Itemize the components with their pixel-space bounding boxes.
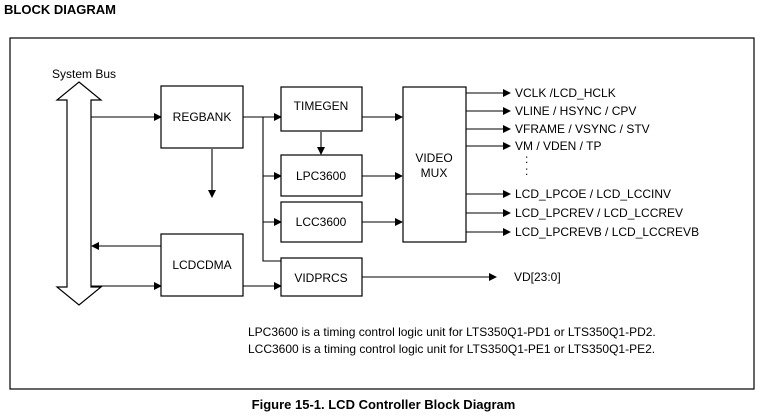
signal-label: LCD_LPCREV / LCD_LCCREV — [515, 206, 683, 220]
signal-ellipsis: : — [525, 152, 528, 166]
vd-signal-label: VD[23:0] — [514, 270, 561, 284]
lpc3600-block — [280, 154, 363, 197]
signal-label: VLINE / HSYNC / CPV — [515, 104, 636, 118]
lcdcdma-block — [160, 233, 244, 297]
signal-label: VFRAME / VSYNC / STV — [515, 122, 650, 136]
video-mux-label-line2: MUX — [421, 166, 448, 180]
signal-label: LCD_LPCOE / LCD_LCCINV — [515, 187, 671, 201]
regbank-block — [160, 85, 244, 149]
lcc3600-block — [280, 201, 363, 243]
vidprcs-block — [280, 257, 363, 297]
timegen-block — [280, 86, 363, 132]
system-bus-arrow — [55, 81, 103, 306]
signal-label: VM / VDEN / TP — [515, 139, 601, 153]
lpc3600-label: LPC3600 — [296, 169, 346, 183]
section-heading: BLOCK DIAGRAM — [4, 2, 116, 17]
regbank-label: REGBANK — [173, 110, 232, 124]
signal-label: LCD_LPCREVB / LCD_LCCREVB — [515, 225, 699, 239]
video-mux-label-line1: VIDEO — [415, 151, 452, 165]
lcdcdma-label: LCDCDMA — [172, 258, 231, 272]
signal-ellipsis: : — [525, 164, 528, 178]
figure-caption: Figure 15-1. LCD Controller Block Diagra… — [251, 397, 516, 412]
timegen-label: TIMEGEN — [294, 99, 349, 113]
lcc3600-label: LCC3600 — [296, 215, 347, 229]
signal-label: VCLK /LCD_HCLK — [515, 86, 616, 100]
system-bus-label: System Bus — [52, 67, 116, 81]
regbank-bus-trunk — [262, 117, 281, 262]
note-lpc3600: LPC3600 is a timing control logic unit f… — [248, 325, 656, 339]
diagram-frame — [9, 37, 755, 390]
video-mux-block — [402, 86, 467, 243]
note-lcc3600: LCC3600 is a timing control logic unit f… — [248, 342, 655, 356]
vidprcs-label: VIDPRCS — [294, 271, 347, 285]
